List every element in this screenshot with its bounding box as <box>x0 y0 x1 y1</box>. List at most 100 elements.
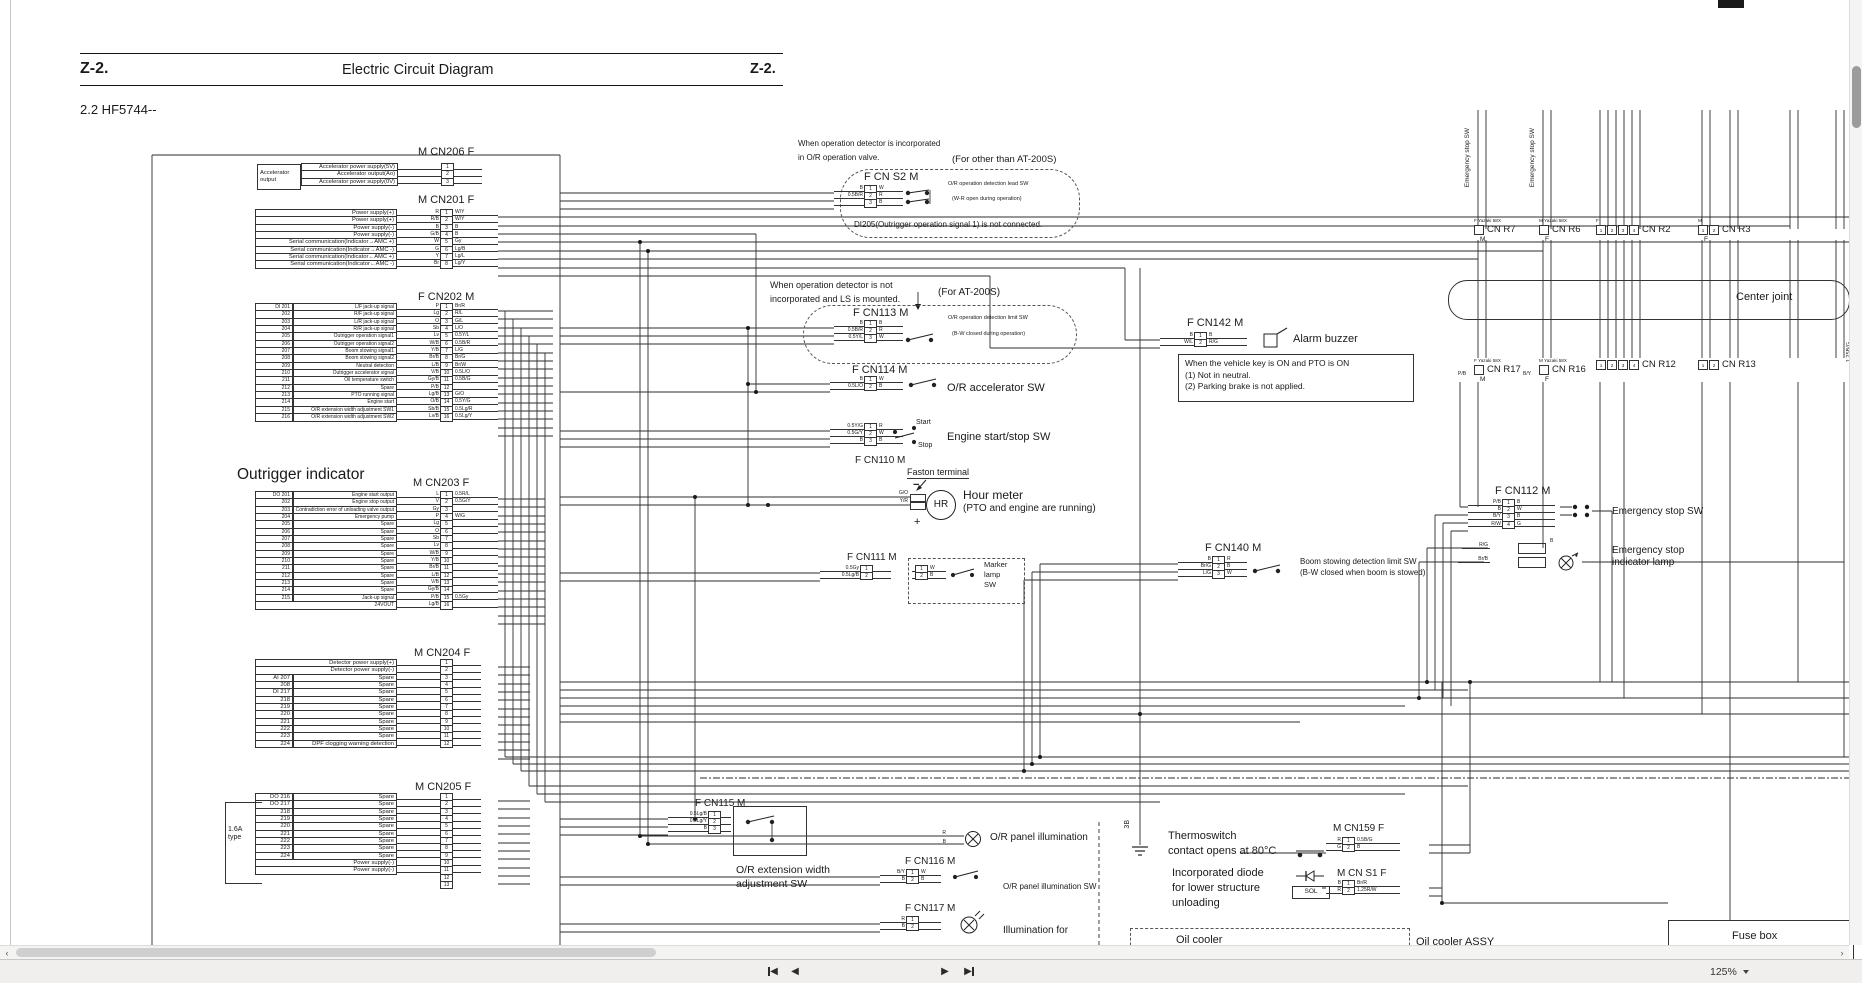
s2-title: F CN S2 M <box>864 171 919 183</box>
wire-color-right: W <box>877 185 903 192</box>
cn113-title: F CN113 M <box>853 307 909 319</box>
pin-number: 2 <box>864 383 877 392</box>
pin-number: 13 <box>440 881 453 890</box>
diode-note-line3: unloading <box>1172 897 1220 909</box>
wire-color-left: Br <box>397 260 440 267</box>
wire-color-right <box>453 859 481 866</box>
wire-color-left: W/L <box>1160 339 1194 346</box>
scroll-right-arrow[interactable]: › <box>1840 948 1844 958</box>
last-page-button[interactable]: ▶ <box>964 966 974 977</box>
horizontal-scrollbar[interactable]: ‹ › <box>0 945 1849 960</box>
wire-color-left <box>397 674 440 681</box>
wire-color-right <box>453 718 481 725</box>
wire-color-right <box>453 572 498 579</box>
wire-color-left <box>397 808 440 815</box>
wire-color-left <box>397 725 440 732</box>
oil-cooler-label: Oil cooler <box>1176 934 1223 946</box>
wire-color-left <box>397 800 440 807</box>
wire-color-left: Lg/B <box>397 601 440 608</box>
wire-color-left <box>397 852 440 859</box>
signal-label: Serial communication(Indicator←AMC -) <box>255 260 397 269</box>
cn116-title: F CN116 M <box>905 856 956 867</box>
wire-color-left: P/B <box>397 384 440 391</box>
previous-page-button[interactable]: ◀ <box>791 966 799 977</box>
wire-color-left: 0.5Y/G <box>830 423 864 430</box>
emergency-stop-sw-vertical-2: Emergency stop SW <box>1529 128 1536 188</box>
wire-color-left: P/B <box>397 594 440 601</box>
wire-color-left: L/B <box>397 362 440 369</box>
ground-icon <box>1132 846 1148 856</box>
pin-box <box>1474 364 1484 375</box>
pin-number: 2 <box>1194 339 1207 348</box>
cn110-title: F CN110 M <box>855 455 906 466</box>
wire-color-right <box>453 881 481 888</box>
wire-color-left: 0.5Gy <box>820 565 860 572</box>
wire-color-right: 0.5Gy <box>453 594 498 601</box>
cn115-label1: O/R extension width <box>736 864 830 876</box>
first-page-button[interactable]: ◀ <box>768 966 778 977</box>
horizontal-scroll-thumb[interactable] <box>16 948 656 957</box>
key-note-line2: (1) Not in neutral. <box>1185 369 1251 380</box>
wire-color-left <box>398 170 441 177</box>
next-page-button[interactable]: ▶ <box>941 966 949 977</box>
wire-color-left: V/B <box>397 579 440 586</box>
em-lamp-terminal-1 <box>1518 543 1546 554</box>
wire-color-left: 0.5B/R <box>834 327 864 334</box>
page-edge-line <box>10 0 11 945</box>
connector-row: 13 <box>255 881 481 890</box>
wire-color-left: 0.5L/O <box>830 383 864 390</box>
wire-color-right <box>453 740 481 747</box>
wire-color-left <box>397 681 440 688</box>
sol-box: SOL <box>1292 886 1330 899</box>
wire-color-right <box>453 586 498 593</box>
wire-color-right: B <box>1225 563 1247 570</box>
wire-color-right: B <box>877 437 903 444</box>
wire-color-right: W <box>1225 570 1247 577</box>
wire-color-right <box>453 808 481 815</box>
wire-color-left: R <box>397 209 440 216</box>
wire-color-right <box>919 923 941 930</box>
marker-lamp-switch-icon <box>950 568 975 578</box>
panel-illumination-lamp-icon <box>965 831 981 847</box>
ground-3b-label: 3B <box>1124 820 1131 829</box>
wire-color-right <box>453 601 498 608</box>
wire-color-left <box>397 688 440 695</box>
wire-color-right <box>453 732 481 739</box>
wire-color-right <box>453 844 481 851</box>
pin-number: 2 <box>860 572 873 581</box>
wire-color-left: B <box>834 185 864 192</box>
connector-cnr7: F Yazaki 58X CN R7 M <box>1474 218 1516 243</box>
connector-cnr16: M Yazaki 58X CN R16 F <box>1539 358 1586 383</box>
wire-color-left: 0.5Lg/B <box>820 572 860 579</box>
wire-color-left: 0.5Lg/B <box>668 811 708 818</box>
wire-color-left: 0.5Y/L <box>834 334 864 341</box>
wire-color-right <box>453 710 481 717</box>
cn201-title: M CN201 F <box>418 194 475 206</box>
cn115-switch-box <box>733 806 807 856</box>
cn116-label: O/R panel illumination SW <box>1003 882 1097 891</box>
vertical-scroll-thumb[interactable] <box>1852 66 1861 128</box>
wire-color-right <box>453 874 481 881</box>
zoom-level-select[interactable]: 125% <box>1706 962 1762 981</box>
hour-meter-minus: − <box>913 479 920 491</box>
vertical-scrollbar[interactable] <box>1849 0 1862 945</box>
cn142-title: F CN142 M <box>1187 317 1244 329</box>
wire-color-left <box>397 866 440 873</box>
wire-color-left <box>397 732 440 739</box>
wire-color-left: Br/B <box>397 354 440 361</box>
wire-color-left: B <box>1178 556 1212 563</box>
scroll-left-arrow[interactable]: ‹ <box>5 948 9 958</box>
wire-color-right: B <box>919 876 941 883</box>
connector-row: Power supply(-)11 <box>255 866 481 875</box>
s2-note-line1: When operation detector is incorporated <box>798 139 941 148</box>
cn140-switch-icon <box>1252 564 1281 574</box>
s2-note-right: (For other than AT-200S) <box>952 154 1057 165</box>
wire-color-right <box>453 815 481 822</box>
wire-color-right: R <box>877 327 903 334</box>
signal-label: Accelerator power supply(0V) <box>301 177 398 187</box>
diode-note-line2: for lower structure <box>1172 882 1261 894</box>
